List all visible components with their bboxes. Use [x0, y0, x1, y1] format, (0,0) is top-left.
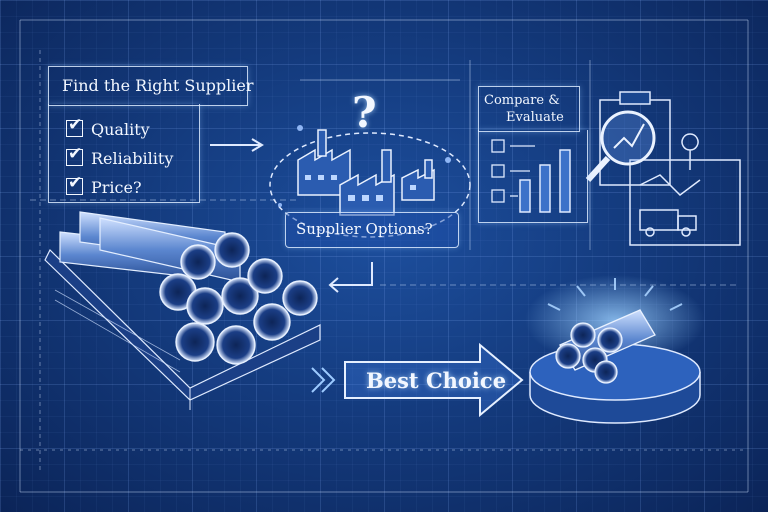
checkbox-checked-icon [66, 173, 83, 195]
compare-title-line1: Compare & [484, 93, 560, 108]
question-mark-icon: ? [352, 88, 377, 137]
checkbox-checked-icon [66, 115, 83, 137]
supplier-options-banner [285, 212, 459, 248]
compare-panel [478, 130, 588, 223]
criteria-reliability: Reliability [66, 144, 173, 168]
compare-title-line2: Evaluate [506, 110, 564, 125]
checkbox-checked-icon [66, 144, 83, 166]
criteria-price: Price? [66, 173, 142, 197]
criteria-quality: Quality [66, 115, 150, 139]
compare-title-box [478, 86, 580, 132]
supplier-options-label: Supplier Options? [296, 220, 433, 238]
supplier-title-box [48, 66, 248, 106]
criteria-box [48, 104, 200, 203]
best-choice-label: Best Choice [366, 368, 507, 393]
supplier-panel-title: Find the Right Supplier [62, 76, 254, 95]
